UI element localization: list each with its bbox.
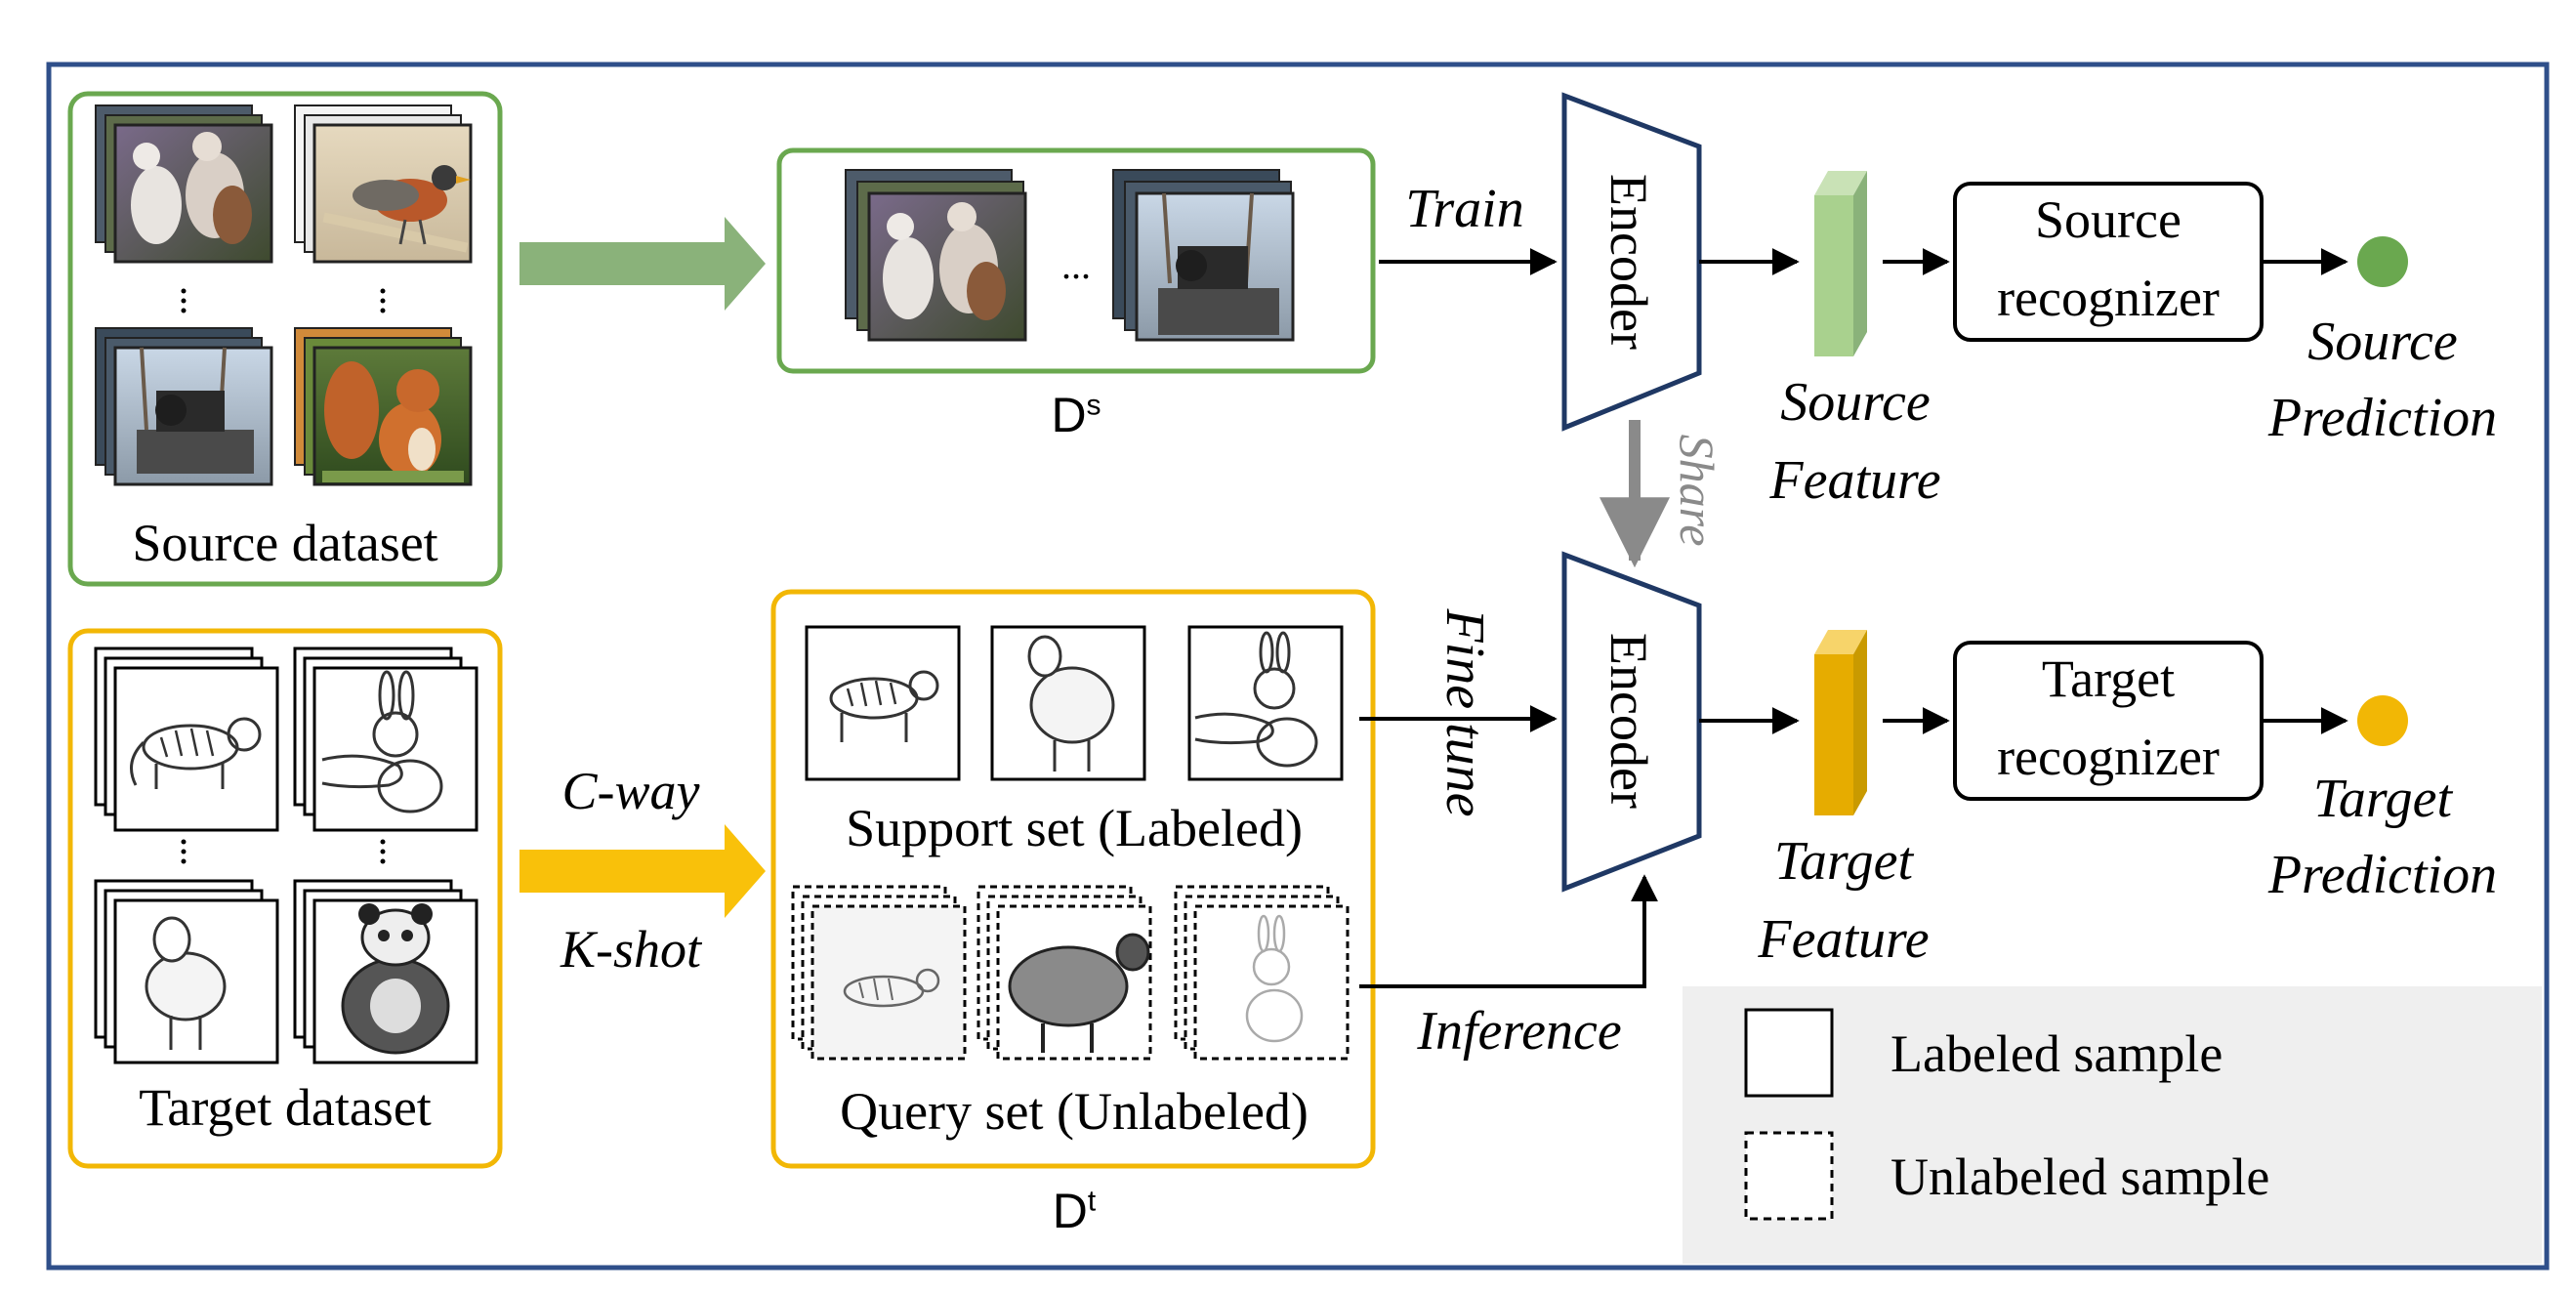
source-set-label: Ds (1051, 388, 1101, 442)
query-set-label: Query set (Unlabeled) (840, 1082, 1309, 1141)
source-set-ellipsis: ... (1061, 243, 1091, 287)
target-set-label: Dt (1052, 1184, 1097, 1238)
source-recognizer-label-2: recognizer (1997, 269, 2220, 327)
tiger-sketch-icon (113, 666, 279, 832)
panda-sketch-icon (312, 898, 478, 1064)
target-recognizer-label-1: Target (2041, 649, 2176, 708)
target-dataset-label: Target dataset (139, 1078, 432, 1137)
source-feature-label-1: Source (1780, 372, 1931, 433)
cway-label: C-way (561, 762, 700, 820)
target-prediction-label-1: Target (2312, 769, 2453, 829)
target-rabbit-stack (293, 646, 478, 832)
bird-photo-icon (312, 123, 473, 264)
target-prediction-dot (2357, 695, 2408, 746)
query-rabbit-stack (1174, 885, 1350, 1061)
source-bird-stack (294, 104, 473, 264)
target-prediction-label-2: Prediction (2267, 845, 2498, 905)
target-encoder-label: Encoder (1600, 633, 1658, 809)
target-encoder-shape (1561, 551, 1702, 893)
support-rabbit (1187, 625, 1344, 781)
support-set-label: Support set (Labeled) (846, 799, 1303, 857)
legend-unlabeled-label: Unlabeled sample (1890, 1147, 2270, 1206)
target-feature-label-2: Feature (1758, 909, 1930, 970)
inference-label: Inference (1417, 1001, 1622, 1062)
finetune-label: Fine tune (1434, 608, 1495, 817)
target-panda-stack (293, 879, 478, 1064)
rabbit-sketch-icon (312, 666, 478, 832)
sheep-sketch-icon (113, 898, 279, 1064)
query-tiger-stack (791, 885, 967, 1061)
target-recognizer-label-2: recognizer (1997, 728, 2220, 786)
support-sheep (990, 625, 1146, 781)
train-label: Train (1405, 179, 1524, 239)
squirrel-photo-icon (312, 346, 473, 486)
target-set-box (770, 589, 1376, 1169)
legend-labeled-label: Labeled sample (1890, 1024, 2223, 1083)
source-dataset-label: Source dataset (132, 514, 438, 572)
dog-photo-icon (113, 123, 273, 264)
target-feature-block (1814, 630, 1867, 815)
support-tiger (805, 625, 961, 781)
statue-photo-icon (113, 346, 273, 486)
query-sheep-stack (976, 885, 1152, 1061)
source-encoder-shape (1561, 92, 1702, 432)
source-prediction-label-1: Source (2307, 312, 2458, 372)
target-sample-arrow (519, 824, 766, 918)
share-label: Share (1670, 434, 1724, 547)
source-dog-stack (95, 104, 273, 264)
source-statue-stack (95, 327, 273, 486)
target-dataset-box (67, 628, 503, 1169)
ds-dog-stack (845, 169, 1027, 342)
dog-photo-icon (867, 191, 1027, 342)
source-feature-block (1814, 171, 1867, 356)
source-prediction-dot (2357, 236, 2408, 287)
statue-photo-icon (1135, 191, 1295, 342)
source-sample-arrow (519, 217, 766, 311)
kshot-label: K-shot (560, 920, 702, 979)
source-encoder-label: Encoder (1600, 174, 1658, 350)
source-recognizer-label-1: Source (2035, 190, 2181, 249)
target-tiger-stack (94, 646, 279, 832)
legend-unlabeled-swatch (1744, 1131, 1834, 1221)
source-feature-label-2: Feature (1769, 450, 1941, 511)
source-squirrel-stack (294, 327, 473, 486)
ds-statue-stack (1112, 169, 1295, 342)
target-feature-label-1: Target (1773, 831, 1914, 892)
outer-frame (46, 62, 2550, 1271)
source-prediction-label-2: Prediction (2267, 388, 2498, 448)
source-set-box (776, 147, 1376, 374)
legend-labeled-swatch (1744, 1008, 1834, 1098)
source-dataset-box (67, 91, 503, 587)
target-sheep-stack (94, 879, 279, 1064)
inference-arrow (1359, 874, 1658, 988)
